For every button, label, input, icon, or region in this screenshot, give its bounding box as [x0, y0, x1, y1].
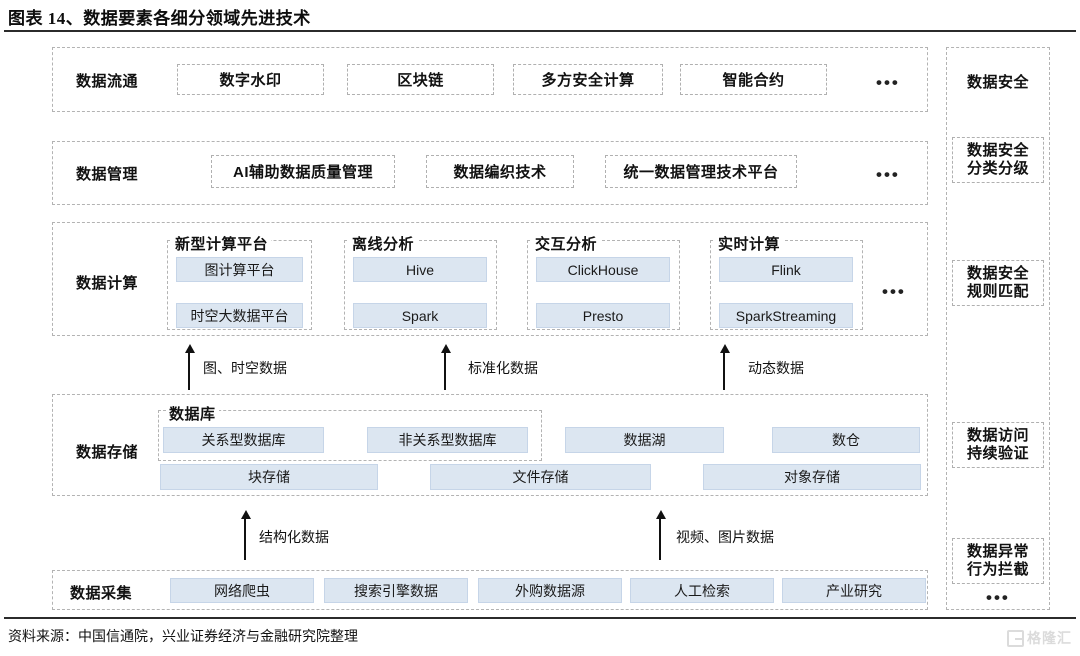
tech-tag-unified-data-platform[interactable]: 统一数据管理技术平台	[605, 155, 797, 188]
computing-group-title-realtime: 实时计算	[715, 233, 784, 254]
flow-arrow-label-5: 视频、图片数据	[676, 529, 774, 545]
security-item-data-security: 数据安全	[966, 73, 1029, 91]
security-item-line1: 数据异常	[966, 543, 1029, 560]
watermark-text: 格隆汇	[1027, 630, 1072, 646]
tech-box-relational-db[interactable]: 关系型数据库	[163, 427, 324, 453]
tech-box-search-engine-data[interactable]: 搜索引擎数据	[324, 578, 468, 603]
tech-box-object-storage[interactable]: 对象存储	[703, 464, 921, 490]
logo-icon	[1007, 629, 1024, 647]
flow-arrow-label-3: 动态数据	[748, 360, 804, 376]
security-column-panel	[946, 47, 1050, 610]
tech-tag-blockchain[interactable]: 区块链	[347, 64, 494, 95]
flow-arrow-line-1	[188, 352, 190, 390]
flow-arrow-label-2: 标准化数据	[468, 360, 538, 376]
flow-arrow-label-4: 结构化数据	[259, 529, 329, 545]
tech-box-industry-research[interactable]: 产业研究	[782, 578, 926, 603]
security-item-access-verification[interactable]: 数据访问 持续验证	[952, 422, 1044, 468]
flow-arrow-head-5	[656, 510, 666, 519]
layer-ellipsis-management: •••	[876, 165, 900, 184]
security-item-line2: 规则匹配	[966, 283, 1029, 300]
tech-tag-ai-data-quality[interactable]: AI辅助数据质量管理	[211, 155, 395, 188]
tech-box-presto[interactable]: Presto	[536, 303, 670, 328]
tech-box-web-crawler[interactable]: 网络爬虫	[170, 578, 314, 603]
watermark: 格隆汇	[1007, 628, 1072, 648]
tech-box-data-lake[interactable]: 数据湖	[565, 427, 724, 453]
tech-box-block-storage[interactable]: 块存储	[160, 464, 378, 490]
layer-ellipsis-computing: •••	[882, 282, 906, 301]
storage-group-title-database: 数据库	[166, 403, 219, 424]
layer-label-computing: 数据计算	[76, 275, 139, 292]
security-item-line2: 分类分级	[966, 160, 1029, 177]
page-title: 图表 14、数据要素各细分领域先进技术	[8, 9, 311, 28]
tech-box-graph-computing[interactable]: 图计算平台	[176, 257, 303, 282]
flow-arrow-head-2	[441, 344, 451, 353]
security-item-anomaly-blocking[interactable]: 数据异常 行为拦截	[952, 538, 1044, 584]
tech-box-hive[interactable]: Hive	[353, 257, 487, 282]
flow-arrow-line-2	[444, 352, 446, 390]
layer-label-circulation: 数据流通	[76, 73, 139, 90]
tech-box-flink[interactable]: Flink	[719, 257, 853, 282]
security-item-classification-grading[interactable]: 数据安全 分类分级	[952, 137, 1044, 183]
footer-divider	[4, 617, 1076, 619]
tech-box-spark[interactable]: Spark	[353, 303, 487, 328]
header-divider	[4, 30, 1076, 32]
security-item-line2: 持续验证	[966, 445, 1029, 462]
security-item-line1: 数据安全	[966, 142, 1029, 159]
layer-label-collection: 数据采集	[70, 585, 133, 602]
security-item-rule-matching[interactable]: 数据安全 规则匹配	[952, 260, 1044, 306]
tech-tag-mpc[interactable]: 多方安全计算	[513, 64, 663, 95]
layer-label-storage: 数据存储	[76, 444, 139, 461]
flow-arrow-head-1	[185, 344, 195, 353]
computing-group-title-offline-analysis: 离线分析	[349, 233, 418, 254]
tech-box-purchased-data-source[interactable]: 外购数据源	[478, 578, 622, 603]
flow-arrow-line-3	[723, 352, 725, 390]
computing-group-title-interactive-analysis: 交互分析	[532, 233, 601, 254]
tech-box-nonrelational-db[interactable]: 非关系型数据库	[367, 427, 528, 453]
tech-box-sparkstreaming[interactable]: SparkStreaming	[719, 303, 853, 328]
tech-box-manual-retrieval[interactable]: 人工检索	[630, 578, 774, 603]
tech-tag-data-fabric[interactable]: 数据编织技术	[426, 155, 574, 188]
security-item-line1: 数据安全	[966, 265, 1029, 282]
flow-arrow-line-4	[244, 518, 246, 560]
tech-box-spatiotemporal-bigdata[interactable]: 时空大数据平台	[176, 303, 303, 328]
flow-arrow-line-5	[659, 518, 661, 560]
source-note: 资料来源：中国信通院，兴业证券经济与金融研究院整理	[8, 630, 358, 645]
security-column-ellipsis: •••	[986, 588, 1010, 607]
tech-tag-digital-watermark[interactable]: 数字水印	[177, 64, 324, 95]
flow-arrow-label-1: 图、时空数据	[203, 360, 287, 376]
flow-arrow-head-3	[720, 344, 730, 353]
computing-group-title-new-platform: 新型计算平台	[172, 233, 272, 254]
layer-ellipsis-circulation: •••	[876, 73, 900, 92]
tech-box-file-storage[interactable]: 文件存储	[430, 464, 651, 490]
tech-box-data-warehouse[interactable]: 数仓	[772, 427, 920, 453]
tech-tag-smart-contract[interactable]: 智能合约	[680, 64, 827, 95]
security-item-line1: 数据访问	[966, 427, 1029, 444]
tech-box-clickhouse[interactable]: ClickHouse	[536, 257, 670, 282]
layer-label-management: 数据管理	[76, 166, 139, 183]
security-item-line2: 行为拦截	[966, 561, 1029, 578]
flow-arrow-head-4	[241, 510, 251, 519]
